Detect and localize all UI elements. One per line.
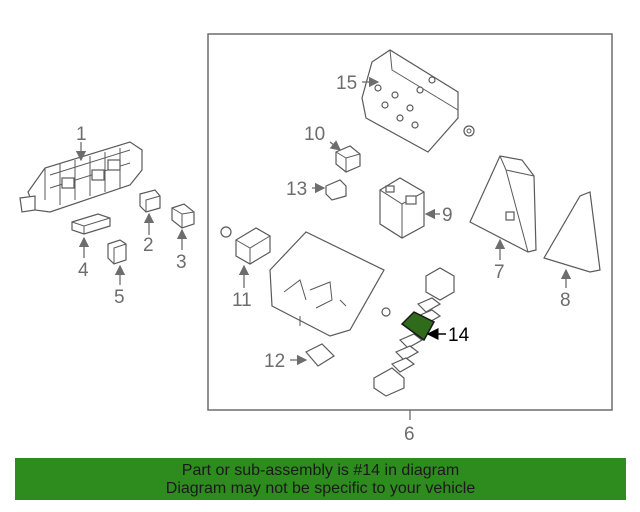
fuse-column xyxy=(373,267,455,397)
callout-5: 5 xyxy=(114,287,125,308)
part-7-cover[interactable] xyxy=(469,155,537,253)
callout-4: 4 xyxy=(78,260,89,281)
part-14-highlighted-module[interactable] xyxy=(400,311,436,342)
main-housing[interactable] xyxy=(269,231,391,337)
part-4-connector[interactable] xyxy=(71,213,111,235)
screw xyxy=(463,125,475,137)
part-15-circuit-board[interactable] xyxy=(361,49,459,153)
callout-13: 13 xyxy=(286,179,307,200)
part-12-pad[interactable] xyxy=(305,343,335,367)
banner-line-1: Part or sub-assembly is #14 in diagram xyxy=(181,462,460,479)
callout-1: 1 xyxy=(76,124,87,145)
part-5-clip[interactable] xyxy=(107,239,127,265)
part-1-fuse-block[interactable] xyxy=(19,141,143,213)
info-banner: Part or sub-assembly is #14 in diagram D… xyxy=(15,458,626,500)
callout-6: 6 xyxy=(404,424,415,445)
leader-10 xyxy=(329,140,342,151)
part-8-panel[interactable] xyxy=(543,191,601,273)
callout-3: 3 xyxy=(176,252,187,273)
part-3-relay[interactable] xyxy=(171,203,195,229)
callout-11: 11 xyxy=(232,290,252,311)
part-2-relay[interactable] xyxy=(139,189,161,213)
banner-line-2: Diagram may not be specific to your vehi… xyxy=(165,480,476,497)
callout-9: 9 xyxy=(442,205,453,226)
callout-10: 10 xyxy=(304,124,325,145)
callout-14: 14 xyxy=(448,325,470,346)
callout-8: 8 xyxy=(560,290,571,311)
part-10-relay[interactable] xyxy=(335,145,361,173)
callout-2: 2 xyxy=(143,235,154,256)
part-13-clip[interactable] xyxy=(325,179,347,201)
part-9-bracket[interactable] xyxy=(379,177,425,239)
callout-15: 15 xyxy=(336,73,357,94)
part-11-relay[interactable] xyxy=(220,226,271,265)
callout-12: 12 xyxy=(264,351,285,372)
callout-7: 7 xyxy=(494,262,505,283)
